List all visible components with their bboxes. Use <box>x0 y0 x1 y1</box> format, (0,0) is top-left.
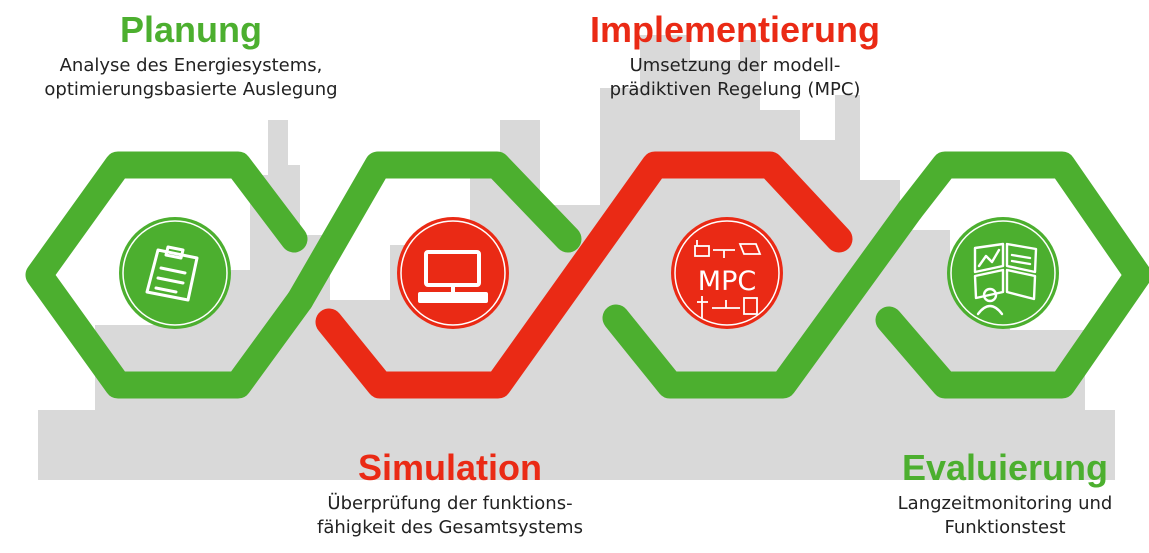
description-line: optimierungsbasierte Auslegung <box>44 79 338 100</box>
stage-description-simulation: Überprüfung der funktions- fähigkeit des… <box>270 492 630 540</box>
stage-title-simulation: Simulation <box>357 447 542 488</box>
stage-icon-evaluierung <box>947 217 1059 329</box>
stage-title-evaluierung: Evaluierung <box>901 447 1109 488</box>
description-line: fähigkeit des Gesamtsystems <box>317 517 583 538</box>
monitoring-dashboard-icon <box>973 242 1038 316</box>
description-line: Funktionstest <box>944 517 1066 538</box>
clipboard-icon <box>145 245 199 302</box>
description-line: Umsetzung der modell- <box>629 55 841 76</box>
stage-icon-implementierung: MPC <box>671 217 783 329</box>
hexagon-planung <box>25 151 314 399</box>
connector-simulation-implementierung <box>315 151 853 399</box>
stage-planung: Planung Analyse des Energiesystems, opti… <box>18 10 364 102</box>
stage-icon-planung <box>119 217 231 329</box>
stage-description-implementierung: Umsetzung der modell- prädiktiven Regelu… <box>535 54 935 102</box>
stage-title-implementierung: Implementierung <box>589 9 881 50</box>
hexagon-evaluierung <box>875 151 1149 399</box>
mpc-icon-label: MPC <box>698 266 756 297</box>
stage-simulation: Simulation Überprüfung der funktions- fä… <box>270 448 630 540</box>
hexagon-chain <box>25 151 1149 399</box>
connector-planung-simulation <box>286 151 582 314</box>
stage-implementierung: Implementierung Umsetzung der modell- pr… <box>535 10 935 102</box>
stage-description-planung: Analyse des Energiesystems, optimierungs… <box>18 54 364 102</box>
description-line: Überprüfung der funktions- <box>327 493 573 514</box>
description-line: Langzeitmonitoring und <box>897 493 1113 514</box>
stage-icon-simulation <box>397 217 509 329</box>
description-line: prädiktiven Regelung (MPC) <box>609 79 861 100</box>
description-line: Analyse des Energiesystems, <box>59 55 323 76</box>
connector-implementierung-evaluierung <box>602 196 924 399</box>
stage-description-evaluierung: Langzeitmonitoring und Funktionstest <box>860 492 1149 540</box>
stage-evaluierung: Evaluierung Langzeitmonitoring und Funkt… <box>860 448 1149 540</box>
computer-icon <box>418 250 488 303</box>
mpc-icon: MPC <box>694 240 762 318</box>
stage-title-planung: Planung <box>120 9 262 50</box>
